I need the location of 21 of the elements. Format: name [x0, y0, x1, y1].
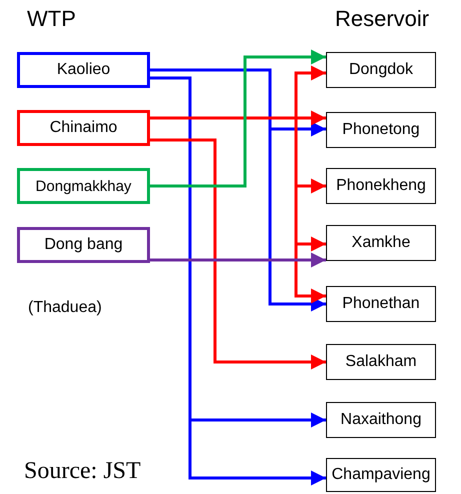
reservoir-box: Naxaithong: [326, 402, 436, 438]
reservoir-box: Salakham: [326, 344, 436, 380]
arrow: [150, 68, 326, 312]
note: (Thaduea): [28, 299, 102, 317]
plant-box: Dong bang: [17, 227, 150, 263]
column-heading: WTP: [27, 6, 76, 32]
plant-box: Chinaimo: [17, 110, 150, 146]
arrow: [150, 138, 326, 370]
reservoir-box: Champavieng: [326, 458, 436, 492]
reservoir-box: Phonethan: [326, 286, 436, 322]
reservoir-box: Phonetong: [326, 112, 436, 148]
column-heading: Reservoir: [335, 6, 430, 32]
reservoir-box: Phonekheng: [326, 168, 436, 204]
arrow: [150, 50, 326, 188]
plant-box: Kaolieo: [17, 52, 150, 88]
source-note: Source: JST: [24, 458, 141, 485]
arrow: [150, 252, 326, 268]
reservoir-box: Dongdok: [326, 52, 436, 88]
plant-box: Dongmakkhay: [17, 168, 150, 204]
reservoir-box: Xamkhe: [326, 225, 436, 261]
arrow: [150, 116, 326, 304]
